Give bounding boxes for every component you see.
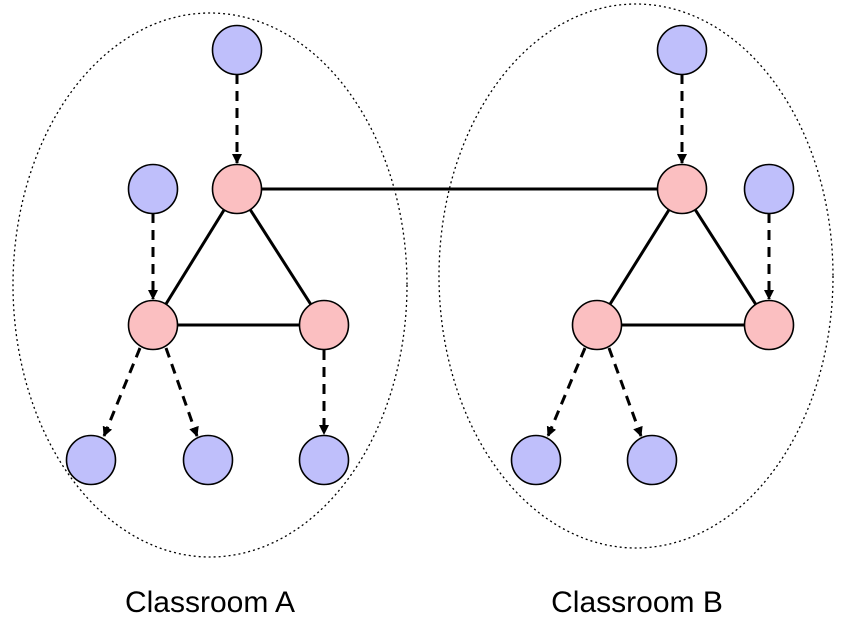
b-left-node <box>571 299 623 351</box>
arrow-b-left-to-b-leaf-2 <box>607 347 643 437</box>
arrow-a-left-to-a-leaf-2 <box>164 347 199 437</box>
b-leaf-node-1 <box>510 434 562 486</box>
dependency-arrows <box>102 74 774 437</box>
b-source-node <box>656 24 708 76</box>
link-b-top-b-right <box>680 188 771 326</box>
a-leaf-node-1 <box>65 434 117 486</box>
b-side-node <box>743 163 795 215</box>
classroom-b-group <box>438 3 834 549</box>
b-top-node <box>656 163 708 215</box>
b-right-node <box>743 299 795 351</box>
a-right-node <box>298 299 350 351</box>
a-source-node <box>211 24 263 76</box>
nodes <box>65 24 795 486</box>
classroom-a-group <box>12 12 408 558</box>
core-links <box>151 187 771 327</box>
classroom-a-label: Classroom A <box>125 586 295 619</box>
classroom-b-boundary <box>438 3 834 549</box>
arrow-b-left-to-b-leaf-1 <box>546 347 587 437</box>
link-a-top-a-right <box>235 188 326 326</box>
link-a-top-a-left <box>151 188 239 326</box>
classroom-b-label: Classroom B <box>551 586 723 619</box>
a-side-node <box>127 163 179 215</box>
a-leaf-node-2 <box>182 434 234 486</box>
a-leaf-node-3 <box>298 434 350 486</box>
link-b-top-b-left <box>595 188 684 326</box>
classroom-a-boundary <box>12 12 408 558</box>
a-top-node <box>211 163 263 215</box>
b-leaf-node-2 <box>626 434 678 486</box>
arrow-a-left-to-a-leaf-1 <box>102 347 142 437</box>
a-left-node <box>127 299 179 351</box>
